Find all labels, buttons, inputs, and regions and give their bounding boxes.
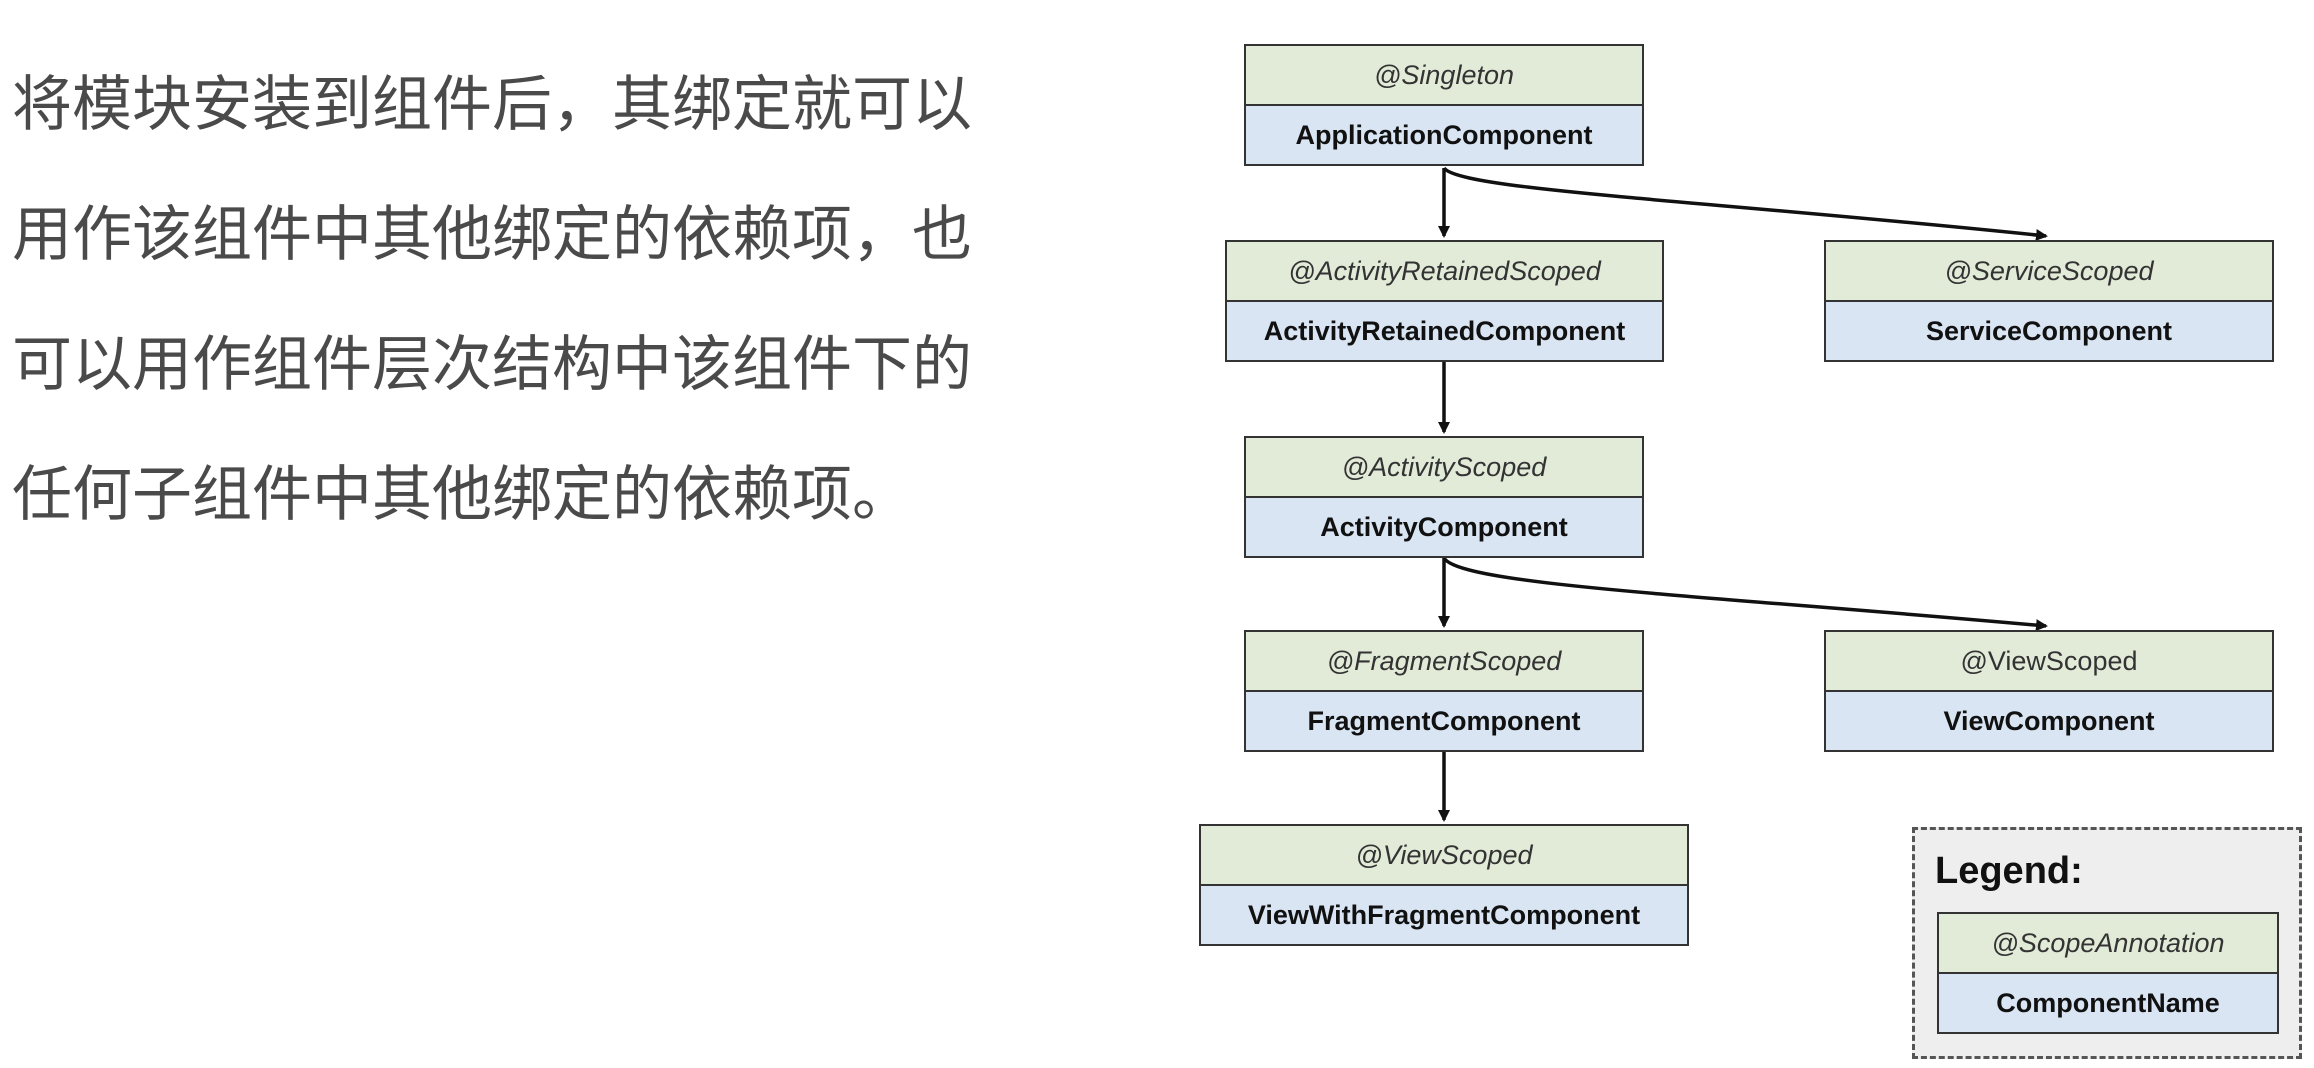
description-text: 将模块安装到组件后，其绑定就可以 用作该组件中其他绑定的依赖项，也 可以用作组件…: [12, 40, 1052, 560]
edge-application-to-service: [1442, 166, 2048, 241]
scope-annotation: @ActivityScoped: [1246, 438, 1642, 498]
legend-component-name: ComponentName: [1939, 974, 2277, 1032]
scope-annotation: @ViewScoped: [1201, 826, 1687, 886]
node-fragment-component: @FragmentScoped FragmentComponent: [1244, 630, 1644, 752]
description-line: 用作该组件中其他绑定的依赖项，也: [12, 200, 972, 270]
node-service-component: @ServiceScoped ServiceComponent: [1824, 240, 2274, 362]
node-activity-retained-component: @ActivityRetainedScoped ActivityRetained…: [1225, 240, 1664, 362]
scope-annotation: @Singleton: [1246, 46, 1642, 106]
component-name: ActivityComponent: [1246, 498, 1642, 556]
scope-annotation: @FragmentScoped: [1246, 632, 1642, 692]
component-name: ActivityRetainedComponent: [1227, 302, 1662, 360]
node-view-component: @ViewScoped ViewComponent: [1824, 630, 2274, 752]
component-name: ViewComponent: [1826, 692, 2272, 750]
description-line: 任何子组件中其他绑定的依赖项。: [12, 460, 912, 530]
component-name: ViewWithFragmentComponent: [1201, 886, 1687, 944]
scope-annotation: @ViewScoped: [1826, 632, 2272, 692]
scope-annotation: @ActivityRetainedScoped: [1227, 242, 1662, 302]
node-view-with-fragment-component: @ViewScoped ViewWithFragmentComponent: [1199, 824, 1689, 946]
edge-activity-to-view: [1442, 556, 2048, 632]
description-line: 可以用作组件层次结构中该组件下的: [12, 330, 972, 400]
description-line: 将模块安装到组件后，其绑定就可以: [12, 70, 972, 140]
component-name: ApplicationComponent: [1246, 106, 1642, 164]
legend-title: Legend:: [1935, 850, 2083, 892]
component-name: ServiceComponent: [1826, 302, 2272, 360]
legend-example-node: @ScopeAnnotation ComponentName: [1937, 912, 2279, 1034]
node-activity-component: @ActivityScoped ActivityComponent: [1244, 436, 1644, 558]
legend-scope-annotation: @ScopeAnnotation: [1939, 914, 2277, 974]
legend: Legend: @ScopeAnnotation ComponentName: [1912, 827, 2302, 1059]
scope-annotation: @ServiceScoped: [1826, 242, 2272, 302]
node-application-component: @Singleton ApplicationComponent: [1244, 44, 1644, 166]
component-name: FragmentComponent: [1246, 692, 1642, 750]
